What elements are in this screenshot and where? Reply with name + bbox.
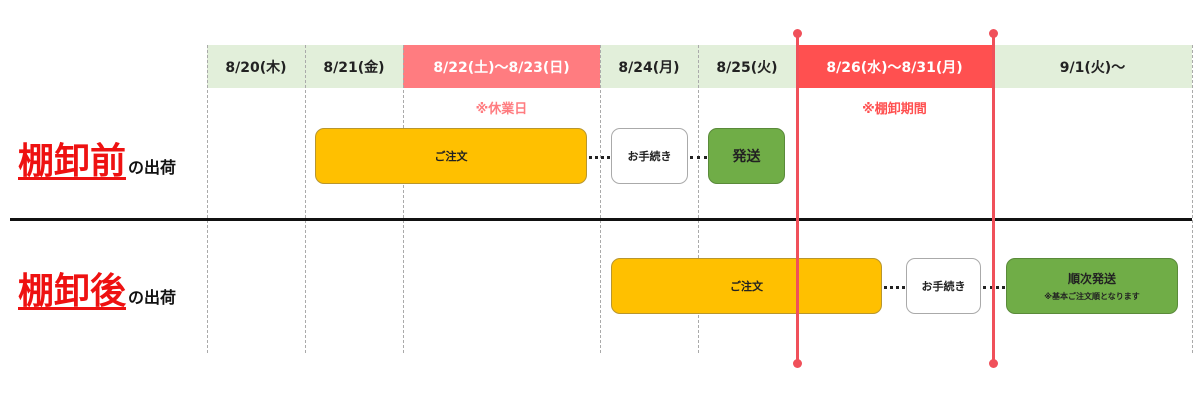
- connector: [589, 156, 610, 159]
- ship-label: 発送: [732, 149, 761, 165]
- ship-box: 順次発送 ※基本ご注文順となります: [1006, 258, 1178, 314]
- ship-label: 順次発送: [1067, 272, 1116, 286]
- order-box: ご注文: [315, 128, 587, 184]
- header-col-0824: 8/24(月): [600, 45, 698, 88]
- row-label-small: の出荷: [128, 158, 177, 177]
- connector: [690, 156, 707, 159]
- header-col-holiday: 8/22(土)～8/23(日): [403, 45, 600, 88]
- inventory-end-line: [992, 33, 995, 363]
- line-endpoint: [989, 29, 998, 38]
- line-endpoint: [793, 359, 802, 368]
- line-endpoint: [989, 359, 998, 368]
- header-col-0901: 9/1(火)～: [993, 45, 1192, 88]
- row-label-big: 棚卸前: [18, 141, 127, 182]
- holiday-note: ※休業日: [475, 102, 528, 117]
- row-label-before: 棚卸前 の出荷: [18, 132, 176, 184]
- inventory-note: ※棚卸期間: [862, 102, 927, 117]
- line-endpoint: [793, 29, 802, 38]
- row-label-small: の出荷: [128, 288, 177, 307]
- inventory-start-line: [796, 33, 799, 363]
- header-col-0820: 8/20(木): [207, 45, 305, 88]
- header-col-0825: 8/25(火): [698, 45, 796, 88]
- column-divider: [698, 45, 699, 353]
- procedure-box: お手続き: [611, 128, 688, 184]
- row-label-big: 棚卸後: [18, 271, 127, 312]
- procedure-label: お手続き: [627, 150, 672, 163]
- header-col-inventory: 8/26(水)～8/31(月): [796, 45, 993, 88]
- connector: [884, 286, 905, 289]
- row-label-after: 棚卸後 の出荷: [18, 262, 176, 314]
- column-divider: [403, 45, 404, 353]
- header-col-0821: 8/21(金): [305, 45, 403, 88]
- order-box: ご注文: [611, 258, 882, 314]
- procedure-box: お手続き: [906, 258, 981, 314]
- column-divider: [305, 45, 306, 353]
- column-divider: [207, 45, 208, 353]
- column-divider: [600, 45, 601, 353]
- column-divider: [1192, 45, 1193, 353]
- row-divider: [10, 218, 1192, 221]
- order-label: ご注文: [730, 280, 763, 293]
- ship-note: ※基本ご注文順となります: [1044, 292, 1140, 301]
- procedure-label: お手続き: [921, 280, 966, 293]
- ship-box: 発送: [708, 128, 785, 184]
- order-label: ご注文: [434, 150, 468, 163]
